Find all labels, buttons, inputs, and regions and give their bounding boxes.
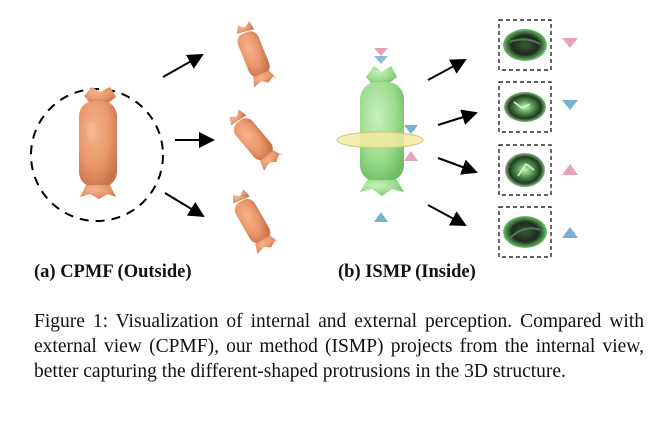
triangle-up-marker-icon <box>404 151 418 161</box>
figure-caption: Figure 1: Visualization of internal and … <box>34 311 644 382</box>
panel-a-label: (a) CPMF (Outside) <box>34 262 192 282</box>
orange-candy-model <box>79 87 117 199</box>
arrow-icon <box>437 157 478 175</box>
projected-view-middle <box>229 109 283 171</box>
viewing-sphere-dashed <box>30 88 164 222</box>
arrow-icon <box>162 54 204 78</box>
green-candy-model <box>360 66 404 196</box>
triangle-down-marker-icon <box>404 125 418 134</box>
internal-view-1 <box>498 19 552 71</box>
triangle-down-marker-icon <box>374 48 388 64</box>
triangle-up-marker-icon <box>562 164 578 175</box>
triangle-up-marker-icon <box>374 212 388 222</box>
panel-b-ismp <box>336 19 578 258</box>
triangle-down-marker-icon <box>562 100 578 110</box>
internal-view-4 <box>498 206 552 258</box>
arrow-icon <box>427 204 467 226</box>
internal-view-2 <box>498 81 552 133</box>
figure-illustration <box>30 19 578 258</box>
projected-view-bottom <box>233 189 279 254</box>
projected-view-top <box>236 21 277 88</box>
slicing-ring <box>336 131 424 149</box>
triangle-down-marker-icon <box>562 38 578 48</box>
internal-view-3 <box>498 144 552 196</box>
arrow-icon <box>164 192 205 218</box>
triangle-up-marker-icon <box>562 227 578 238</box>
panel-a-cpmf <box>30 21 283 254</box>
arrow-icon <box>427 59 467 81</box>
arrow-icon <box>437 109 478 126</box>
panel-b-label: (b) ISMP (Inside) <box>338 262 476 282</box>
